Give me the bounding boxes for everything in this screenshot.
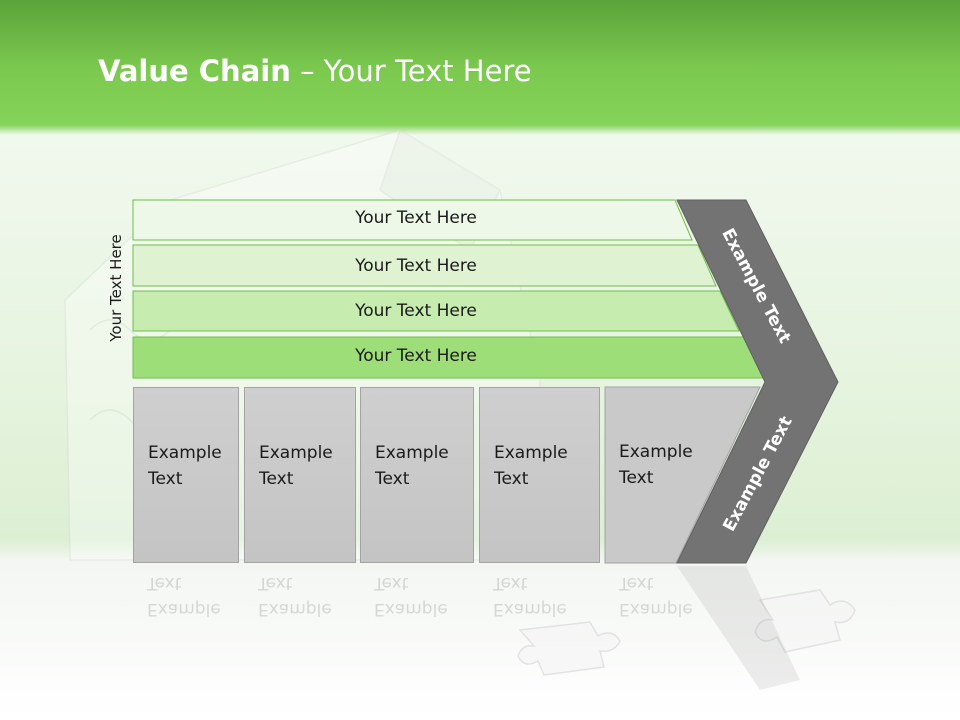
activity-box-3-label: Example Text (375, 443, 449, 489)
title-bold: Value Chain (98, 54, 291, 88)
activity-box-1-label: Example Text (148, 443, 222, 489)
activity-box-4-reflection: Example Text (493, 573, 567, 619)
band-3[interactable] (132, 290, 740, 332)
band-2-label: Your Text Here (355, 256, 477, 276)
activity-box-1[interactable]: Example Text (133, 387, 239, 563)
page-title: Value Chain – Your Text Here (98, 54, 532, 88)
activity-box-1-reflection: Example Text (147, 573, 221, 619)
activity-box-2-reflection: Example Text (258, 573, 332, 619)
margin-chevron-reflection (677, 566, 800, 690)
header-band (0, 0, 960, 135)
activity-box-2[interactable]: Example Text (244, 387, 356, 563)
activity-box-4-label: Example Text (494, 443, 568, 489)
activity-box-2-label: Example Text (259, 443, 333, 489)
activity-box-5-label: Example Text (619, 442, 693, 488)
band-2[interactable] (132, 244, 717, 287)
margin-chevron[interactable] (676, 199, 839, 564)
activity-box-4[interactable]: Example Text (479, 387, 600, 563)
band-1[interactable] (132, 199, 693, 241)
activity-box-5-shape[interactable] (604, 386, 761, 564)
band-1-label: Your Text Here (355, 208, 477, 228)
activity-box-3-reflection: Example Text (374, 573, 448, 619)
title-rest: – Your Text Here (290, 54, 532, 88)
band-3-label: Your Text Here (355, 301, 477, 321)
activity-box-5-reflection: Example Text (619, 573, 693, 619)
activity-box-3[interactable]: Example Text (360, 387, 474, 563)
band-4-label: Your Text Here (355, 346, 477, 366)
activity-box-5[interactable]: Example Text (605, 387, 725, 563)
